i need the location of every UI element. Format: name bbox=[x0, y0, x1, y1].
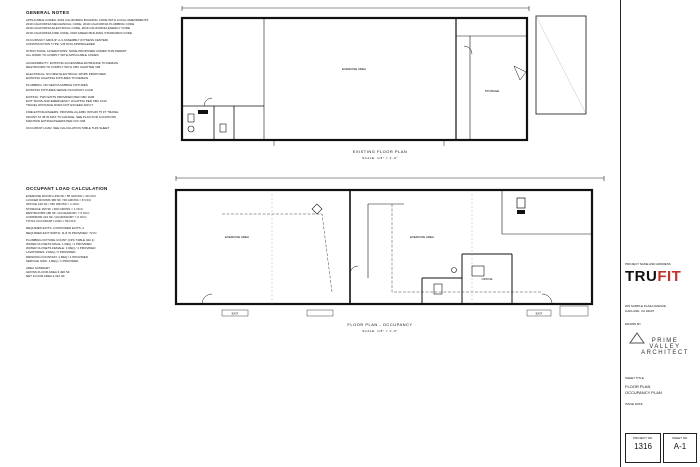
note-line: TOTAL OCCUPANT LOAD = 59 OCC bbox=[26, 219, 76, 224]
note-line: LAVATORIES: 2 REQ / 2 PROVIDED bbox=[26, 250, 76, 255]
note-line: STORAGE 150 SF / 300 GROSS = 1 OCC bbox=[26, 206, 83, 211]
note-line: RESTROOMS TO COMPLY WITH CBC CHAPTER 11B bbox=[26, 64, 101, 69]
note-line: APPLICABLE CODES: 2019 CALIFORNIA BUILDI… bbox=[26, 18, 149, 22]
bottom-plan-room-left: EXERCISE AREA bbox=[225, 235, 249, 239]
sheet-title-2: OCCUPANCY PLAN bbox=[625, 390, 662, 395]
note-line: GROSS FLOOR AREA 3,490 SF bbox=[26, 270, 70, 275]
bottom-plan-scale: SCALE: 1/8" = 1'-0" bbox=[362, 329, 398, 333]
general-notes-lines: APPLICABLE CODES: 2019 CALIFORNIA BUILDI… bbox=[26, 18, 168, 130]
client-logo: TRUFIT bbox=[625, 268, 681, 285]
note-line: WATER CLOSETS FEMALE: 1 REQ / 1 PROVIDED bbox=[26, 246, 96, 251]
note-line: 2019 CALIFORNIA MECHANICAL CODE, 2019 CA… bbox=[26, 22, 135, 27]
occupancy-floor-plan: EXERCISE AREA EXERCISE AREA OFFICE EXIT … bbox=[174, 176, 605, 317]
note-line: 2019 CALIFORNIA FIRE CODE, 2019 GREEN BU… bbox=[26, 30, 132, 35]
note-line: ALL WORK TO COMPLY WITH APPLICABLE CODES bbox=[26, 53, 99, 58]
note-line: REQUIRED EXIT WIDTH: 11.8 IN PROVIDED: 7… bbox=[26, 230, 97, 235]
note-line: TRAVEL DISTANCE DOES NOT EXCEED 200 FT bbox=[26, 103, 94, 108]
project-number-box: PROJECT NO. 1316 bbox=[625, 433, 661, 463]
general-notes: GENERAL NOTES APPLICABLE CODES: 2019 CAL… bbox=[26, 10, 168, 130]
note-line: NET FLOOR AREA 3,310 SF bbox=[26, 274, 65, 279]
occupancy-table-heading: OCCUPANT LOAD CALCULATION bbox=[26, 186, 108, 191]
top-plan-room-main: EXERCISE AREA bbox=[342, 67, 366, 71]
occupancy-table: OCCUPANT LOAD CALCULATION EXERCISE ROOM … bbox=[26, 186, 168, 279]
note-line: STRUCTURAL ALTERATIONS: NONE PROPOSED UN… bbox=[26, 49, 127, 54]
bottom-plan-exit-1: EXIT bbox=[232, 312, 239, 316]
note-line: OCCUPANCY GROUP: A-3 ASSEMBLY (FITNESS C… bbox=[26, 37, 109, 42]
note-line: EXISTING LIGHTING FIXTURES TO REMAIN bbox=[26, 76, 89, 81]
sheet-title-label: SHEET TITLE bbox=[625, 376, 644, 380]
logo-left: TRU bbox=[625, 268, 658, 285]
existing-floor-plan: EXERCISE AREA STORAGE bbox=[180, 6, 587, 146]
bottom-plan-room-right: EXERCISE AREA bbox=[410, 235, 434, 239]
note-line: LOCKER ROOMS 380 SF / 50 GROSS = 8 OCC bbox=[26, 198, 92, 203]
architect-line-1: PRIME VALLEY bbox=[649, 338, 681, 350]
note-line: CORRIDOR 210 SF / ACCESSORY = 0 OCC bbox=[26, 215, 87, 220]
occupancy-table-lines: EXERCISE ROOM 2,450 SF / 50 GROSS = 49 O… bbox=[26, 194, 168, 279]
project-number-label: PROJECT NO. bbox=[632, 436, 654, 440]
note-line: OCCUPANT LOAD: SEE CALCULATION TABLE THI… bbox=[26, 126, 110, 131]
note-line: MAINTAIN EXTINGUISHERS PER CFC 906 bbox=[26, 118, 86, 123]
logo-right: FIT bbox=[657, 268, 682, 285]
note-line: PLUMBING: NO NEW PLUMBING FIXTURES bbox=[26, 83, 88, 88]
note-line: CONSTRUCTION TYPE: V-B NON-SPRINKLERED bbox=[26, 42, 95, 47]
note-line: FIRE EXTINGUISHERS: PROVIDE 2A-10BC WITH… bbox=[26, 110, 119, 115]
note-line: PLUMBING FIXTURE COUNT (CPC TABLE 422.1) bbox=[26, 237, 95, 242]
bottom-plan-exit-2: EXIT bbox=[536, 312, 543, 316]
project-name-label: PROJECT NAME AND ADDRESS bbox=[625, 262, 671, 266]
bottom-plan-title: FLOOR PLAN - OCCUPANCY bbox=[347, 322, 413, 327]
sheet-number-label: SHEET NO. bbox=[671, 436, 689, 440]
architect-name: PRIME VALLEY ARCHITECT bbox=[635, 338, 695, 356]
sheet-number-box: SHEET NO. A-1 bbox=[663, 433, 697, 463]
note-line: AREA SUMMARY bbox=[26, 266, 51, 271]
note-line: SERVICE SINK: 1 REQ / 1 PROVIDED bbox=[26, 258, 79, 263]
note-line: MOUNT AT 48 IN MAX TO HANDLE, SEE PLAN F… bbox=[26, 114, 116, 119]
address-line-2: OAKLAND, CA 94607 bbox=[625, 309, 655, 313]
note-line: ACCESSIBILITY: EXISTING ACCESSIBLE ENTRA… bbox=[26, 60, 119, 65]
note-line: EXISTING FIXTURES SERVE OCCUPANT LOAD bbox=[26, 87, 94, 92]
note-line: RESTROOMS 180 SF / ACCESSORY = 0 OCC bbox=[26, 210, 90, 215]
note-line: REQUIRED EXITS: 2 PROVIDED EXITS: 2 bbox=[26, 226, 85, 231]
sheet-title-1: FLOOR PLAN bbox=[625, 384, 651, 389]
top-plan-title: EXISTING FLOOR PLAN bbox=[352, 149, 408, 154]
sheet-number: A-1 bbox=[673, 442, 687, 451]
architect-line-2: ARCHITECT bbox=[641, 350, 689, 356]
note-line: WATER CLOSETS MALE: 1 REQ / 1 PROVIDED bbox=[26, 242, 92, 247]
address-line-1: 209 SAMPLE PLAZA AVENUE bbox=[625, 304, 666, 308]
note-line: EXERCISE ROOM 2,450 SF / 50 GROSS = 49 O… bbox=[26, 194, 97, 198]
issue-date-label: ISSUE DATE bbox=[625, 402, 643, 406]
bottom-plan-room-office: OFFICE bbox=[482, 277, 493, 281]
architect-logo-icon bbox=[629, 332, 645, 344]
note-line: OFFICE 120 SF / 150 GROSS = 1 OCC bbox=[26, 202, 80, 207]
note-line: DRINKING FOUNTAIN: 1 REQ / 1 PROVIDED bbox=[26, 254, 88, 259]
title-block: PROJECT NAME AND ADDRESS TRUFIT 209 SAMP… bbox=[620, 0, 700, 467]
note-line: EXIT SIGNS AND EMERGENCY LIGHTING PER CB… bbox=[26, 99, 107, 104]
note-line: 2019 CALIFORNIA ELECTRICAL CODE, 2019 CA… bbox=[26, 26, 131, 31]
top-plan-room-small: STORAGE bbox=[485, 89, 500, 93]
top-plan-scale: SCALE: 1/8" = 1'-0" bbox=[362, 156, 398, 160]
drawn-by-label: DRAWN BY bbox=[625, 322, 642, 326]
project-number: 1316 bbox=[634, 442, 652, 451]
general-notes-heading: GENERAL NOTES bbox=[26, 10, 70, 15]
note-line: ELECTRICAL: NO NEW ELECTRICAL WORK PROPO… bbox=[26, 72, 106, 77]
note-line: EXITING: TWO EXITS PROVIDED PER CBC 1006 bbox=[26, 94, 95, 99]
